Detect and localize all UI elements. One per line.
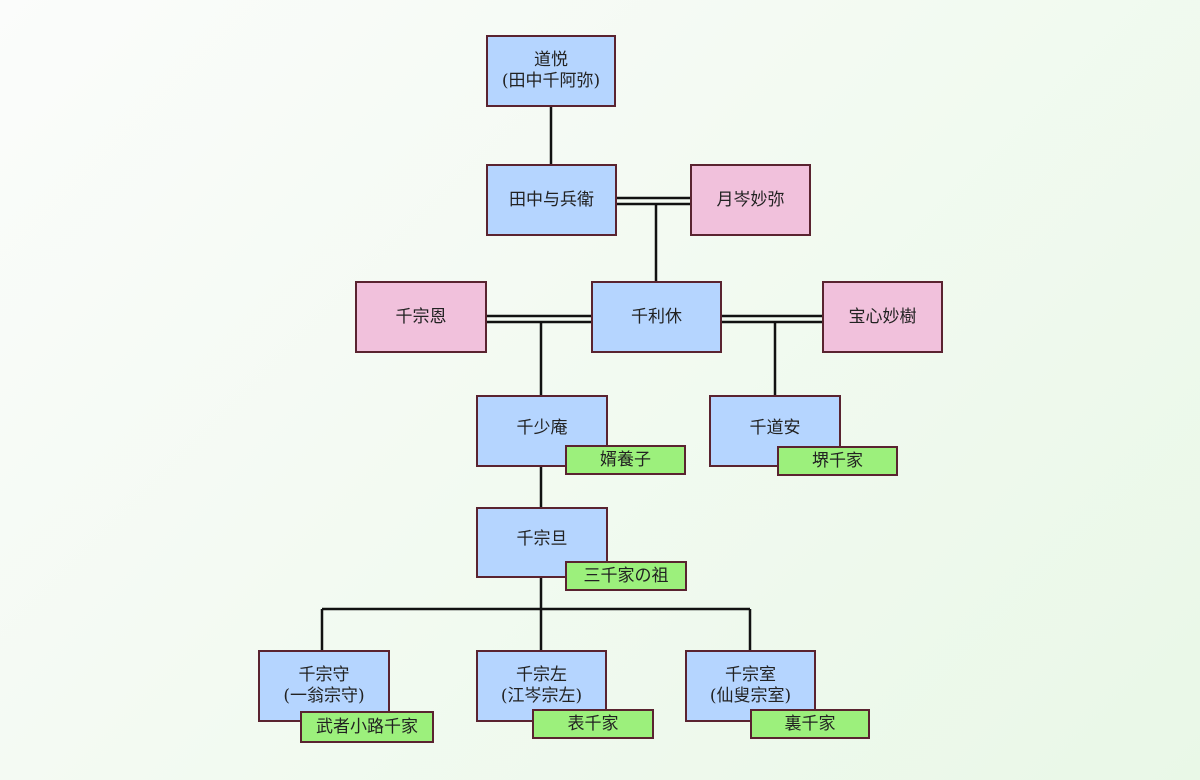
person-box-soshu: 千宗守 (一翁宗守) (258, 650, 390, 722)
person-box-gessin: 月岑妙弥 (690, 164, 811, 236)
person-name: 田中与兵衛 (509, 189, 594, 210)
person-alias: (仙叟宗室) (709, 686, 792, 706)
person-box-sotan: 千宗旦 (476, 507, 608, 578)
person-name: 月岑妙弥 (716, 189, 785, 210)
person-name: 千宗左 (515, 665, 567, 685)
person-box-soon: 千宗恩 (355, 281, 487, 353)
person-name: 千少庵 (516, 417, 568, 438)
lineage-badge: 表千家 (532, 709, 654, 739)
person-name: 宝心妙樹 (848, 306, 917, 327)
lineage-badge: 武者小路千家 (300, 711, 434, 743)
person-name: 千宗恩 (395, 306, 447, 327)
person-name: 千宗守 (298, 665, 350, 685)
person-name: 道悦 (533, 50, 568, 70)
person-box-yohei: 田中与兵衛 (486, 164, 617, 236)
person-alias: (一翁宗守) (283, 686, 365, 706)
person-box-rikyu: 千利休 (591, 281, 722, 353)
person-name: 千宗旦 (516, 529, 568, 549)
lineage-badge: 三千家の祖 (565, 561, 687, 591)
person-box-hoshin: 宝心妙樹 (822, 281, 943, 353)
lineage-badge: 裏千家 (750, 709, 870, 739)
lineage-badge: 婿養子 (565, 445, 686, 475)
person-box-doetsu: 道悦 (田中千阿弥) (486, 35, 616, 107)
person-name: 千宗室 (724, 665, 776, 685)
person-name: 千道安 (749, 417, 801, 438)
lineage-badge: 堺千家 (777, 446, 898, 476)
person-alias: (江岑宗左) (500, 686, 583, 706)
person-name: 千利休 (631, 306, 682, 327)
person-alias: (田中千阿弥) (501, 71, 601, 91)
